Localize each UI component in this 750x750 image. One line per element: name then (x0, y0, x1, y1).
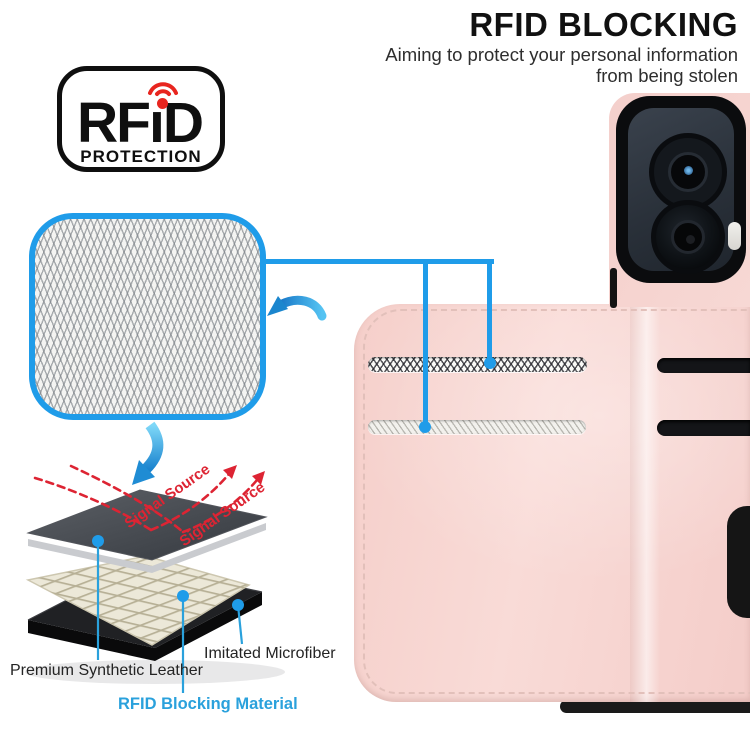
camera-lens-2 (651, 200, 725, 274)
curved-arrow-down-icon (132, 421, 164, 485)
brand-rf: RF (77, 91, 151, 155)
curved-arrow-left-icon (267, 295, 327, 321)
wallet-stitching (363, 309, 750, 694)
page-title: RFID BLOCKING (469, 6, 738, 43)
signal-arrows (33, 464, 259, 534)
header: RFID BLOCKING Aiming to protect your per… (385, 6, 738, 86)
rfid-protection-badge: RFıD PROTECTION (57, 66, 225, 172)
wallet-case-interior (354, 304, 750, 702)
camera-flash (728, 222, 741, 250)
case-back-edge (560, 700, 750, 713)
arrowhead-2 (252, 471, 265, 485)
label-leather: Premium Synthetic Leather (10, 662, 203, 679)
leader-lines (96, 541, 244, 693)
leader-dot-rfid (177, 590, 189, 602)
badge-brand-text: RFıD (77, 95, 204, 152)
card-slot-1 (368, 357, 587, 372)
ground-shadow (25, 660, 285, 684)
camera-module (616, 96, 746, 283)
phone-back (609, 93, 750, 308)
subtitle-line-2: from being stolen (596, 65, 738, 86)
callout-dot-slot2 (419, 421, 431, 433)
brand-d: D (162, 91, 204, 155)
lens-pupil (686, 235, 695, 244)
lens-1-inner (668, 152, 708, 192)
layer-rfid-mesh (25, 555, 251, 646)
rfid-mesh-swatch (29, 213, 266, 420)
badge-caption: PROTECTION (80, 147, 202, 166)
arrowhead-1 (223, 465, 237, 479)
label-rfid: RFID Blocking Material (118, 695, 298, 713)
subtitle-line-1: Aiming to protect your personal informat… (385, 44, 738, 65)
back-card-slot-2 (657, 420, 750, 436)
leader-dot-leather (92, 535, 104, 547)
wifi-dot-icon (157, 98, 168, 109)
callout-line-slot2 (423, 259, 428, 425)
wallet-fold-crease (630, 304, 660, 702)
back-card-slot-1 (657, 358, 750, 373)
label-microfiber: Imitated Microfiber (204, 645, 336, 662)
case-edge (610, 268, 617, 308)
camera-panel (628, 108, 741, 274)
ring-holder (727, 506, 750, 618)
lens-2-inner (671, 220, 705, 254)
callout-dot-slot1 (484, 357, 496, 369)
card-slot-2 (368, 420, 586, 434)
leader-dot-microfiber (232, 599, 244, 611)
callout-line-horizontal (262, 259, 494, 264)
layer-diagram: Signal Source Signal Source (25, 461, 285, 693)
callout-line-slot1 (487, 259, 492, 361)
lens-glint (684, 166, 693, 175)
wifi-icon (148, 82, 178, 96)
